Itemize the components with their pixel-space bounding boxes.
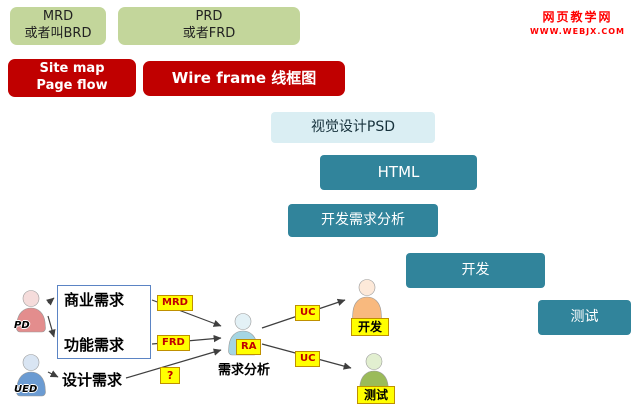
stage-mrd-line2: 或者叫BRD (24, 26, 92, 41)
stage-wireframe: Wire frame 线框图 (143, 61, 345, 96)
requirement-analysis-caption: 需求分析 (218, 363, 271, 378)
uc-test-tag: UC (295, 351, 321, 367)
mrd-tag: MRD (157, 295, 193, 311)
stage-prd-frd: PRD 或者FRD (118, 7, 300, 45)
watermark-site-name: 网页教学网 (542, 10, 613, 24)
design-requirement-label: 设计需求 (62, 371, 123, 389)
tester-tag: 测试 (357, 386, 396, 404)
ued-actor: UED (13, 351, 49, 397)
stage-sitemap-line2: Page flow (36, 78, 108, 93)
stage-testing: 测试 (538, 300, 631, 335)
site-watermark: 网页教学网 www.webjx.com (530, 8, 625, 36)
watermark-site-url: www.webjx.com (529, 27, 625, 36)
stage-test-label: 测试 (570, 309, 599, 326)
uc-dev-tag: UC (295, 305, 321, 321)
developer-actor (349, 276, 385, 322)
stage-dev-label: 开发 (461, 262, 490, 279)
frd-tag: FRD (157, 335, 190, 351)
pd-actor: PD (13, 287, 49, 333)
person-icon (16, 290, 46, 333)
stage-mrd-line1: MRD (42, 9, 74, 25)
stage-devreq-label: 开发需求分析 (321, 212, 405, 229)
functional-requirement-label: 功能需求 (64, 336, 125, 354)
stage-sitemap-line1: Site map (39, 61, 105, 77)
stage-prd-line2: 或者FRD (182, 26, 236, 41)
ra-tag: RA (236, 339, 262, 355)
person-icon (352, 279, 382, 322)
person-icon (16, 354, 46, 397)
stage-sitemap-pageflow: Site map Page flow (8, 59, 136, 97)
stage-html-label: HTML (377, 162, 420, 181)
question-tag: ? (160, 367, 181, 384)
ued-label: UED (14, 384, 38, 395)
stage-visual-design-psd: 视觉设计PSD (271, 112, 435, 143)
developer-tag: 开发 (351, 318, 390, 336)
pd-label: PD (14, 320, 30, 331)
stage-prd-line1: PRD (195, 9, 223, 25)
business-requirement-label: 商业需求 (64, 291, 125, 309)
requirements-box: 商业需求 功能需求 (57, 285, 151, 359)
stage-html: HTML (320, 155, 477, 190)
stage-dev-requirements-analysis: 开发需求分析 (288, 204, 438, 237)
stage-psd-label: 视觉设计PSD (310, 119, 396, 136)
stage-mrd-brd: MRD 或者叫BRD (10, 7, 106, 45)
stage-wireframe-label: Wire frame 线框图 (171, 68, 317, 87)
stage-development: 开发 (406, 253, 545, 288)
